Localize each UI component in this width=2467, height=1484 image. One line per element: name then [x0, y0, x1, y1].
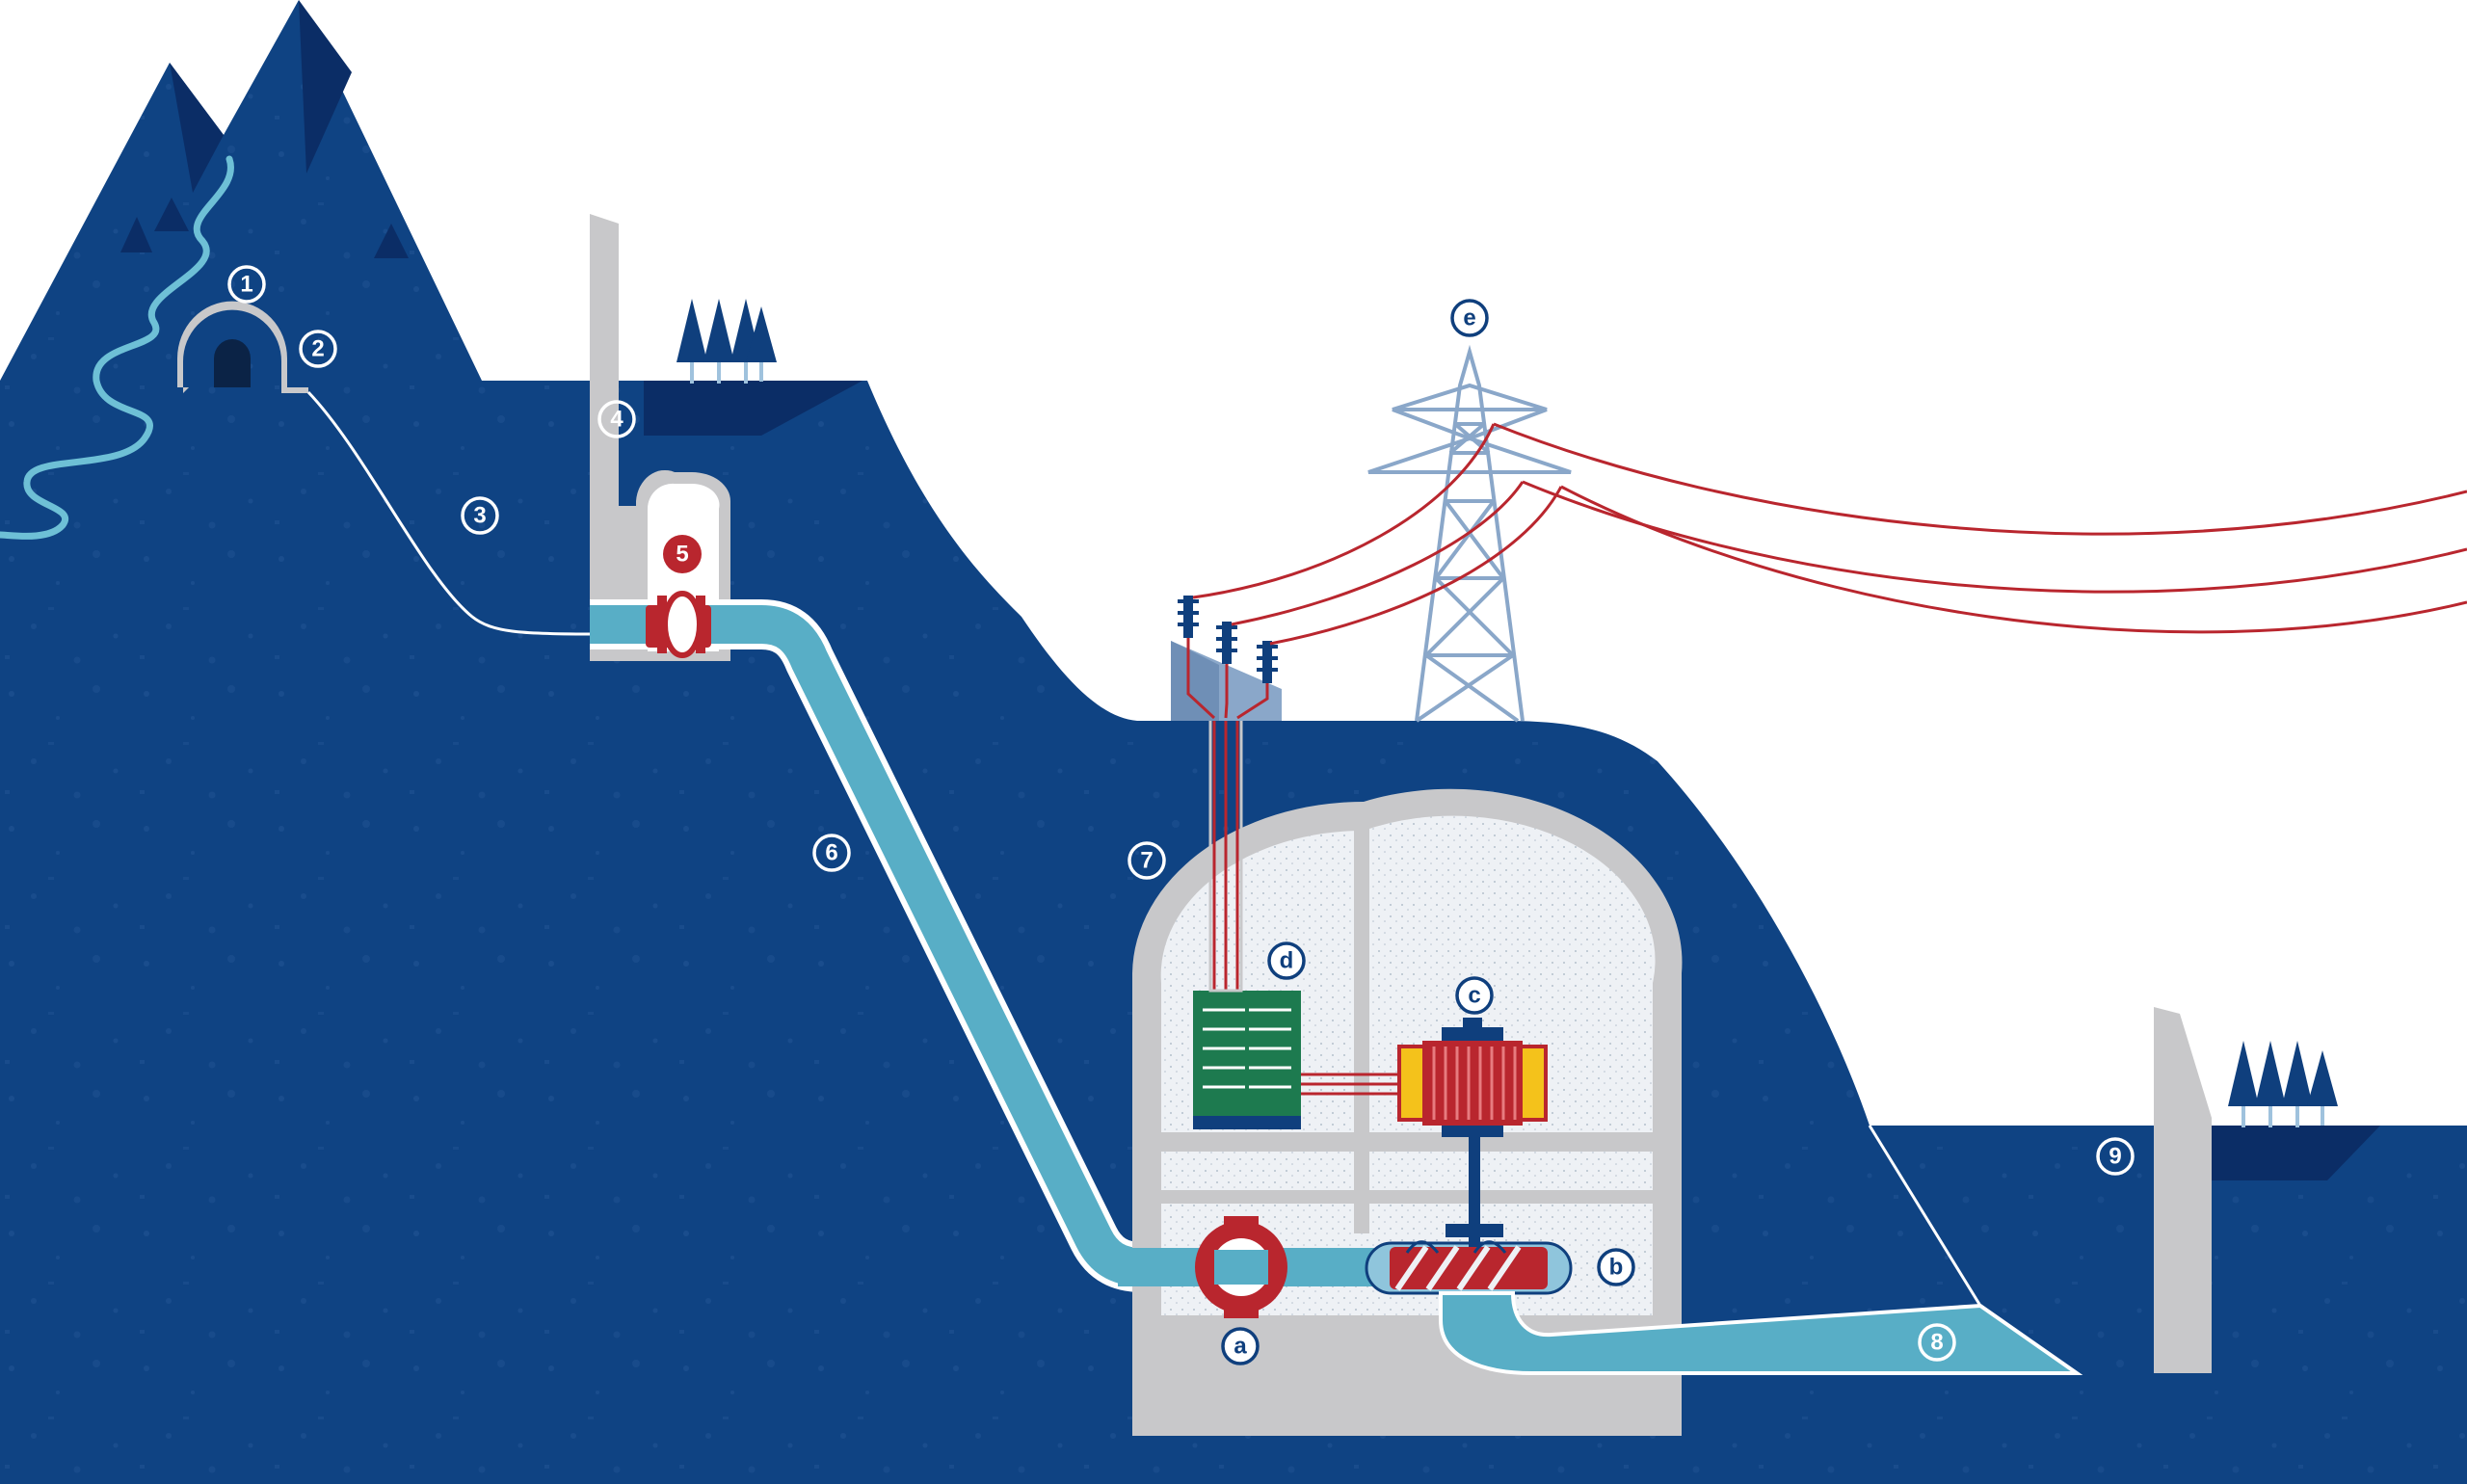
label-d: d — [1267, 941, 1306, 980]
generator-shaft — [1469, 1118, 1480, 1247]
svg-text:d: d — [1280, 948, 1294, 974]
cavern-wall — [1354, 809, 1369, 1233]
trees-upper — [676, 299, 777, 384]
lower-reservoir — [2212, 1126, 2380, 1180]
tailrace — [1439, 1291, 2083, 1375]
svg-text:c: c — [1468, 983, 1480, 1009]
tailwater-wall — [2154, 1007, 2212, 1373]
label-4: 4 — [597, 400, 636, 438]
svg-text:b: b — [1609, 1255, 1624, 1281]
svg-text:7: 7 — [1140, 848, 1153, 874]
label-a: a — [1221, 1327, 1260, 1365]
label-c: c — [1455, 976, 1494, 1015]
label-6: 6 — [812, 834, 851, 872]
rock — [154, 198, 189, 231]
svg-text:a: a — [1234, 1334, 1247, 1360]
label-3: 3 — [461, 496, 499, 535]
upper-reservoir — [644, 381, 862, 436]
svg-text:6: 6 — [825, 840, 837, 866]
label-5: 5 — [663, 535, 702, 573]
turbine — [1365, 1240, 1573, 1295]
trees-lower — [2228, 1041, 2338, 1127]
power-lines — [1192, 422, 2467, 646]
headrace-tunnel — [306, 390, 591, 636]
peak-shadow — [299, 0, 352, 173]
transmission-tower — [1367, 344, 1572, 723]
rock — [120, 217, 152, 252]
inlet-valve — [646, 591, 711, 658]
label-b: b — [1597, 1248, 1635, 1286]
cavern-floor — [1161, 1132, 1653, 1152]
cavern-floor-lower — [1161, 1190, 1653, 1204]
shaft-coupling — [1446, 1224, 1503, 1237]
bus-bar — [1301, 1073, 1399, 1096]
intake-tunnel-mouth — [214, 339, 251, 387]
cable-shaft — [1212, 718, 1239, 991]
label-2: 2 — [299, 330, 337, 368]
label-e: e — [1450, 299, 1489, 337]
svg-text:1: 1 — [240, 272, 252, 298]
svg-text:9: 9 — [2109, 1144, 2121, 1170]
insulators — [1178, 596, 1278, 683]
rock — [374, 224, 409, 258]
svg-text:5: 5 — [676, 542, 688, 568]
svg-text:2: 2 — [311, 336, 324, 362]
tailrace-outline — [1868, 1125, 1982, 1307]
peak-shadow — [170, 63, 224, 193]
label-1: 1 — [227, 265, 266, 304]
transformer — [1193, 991, 1301, 1129]
generator — [1397, 1018, 1548, 1137]
switchyard-shade — [1171, 641, 1219, 721]
main-inlet-valve — [1195, 1216, 1287, 1318]
svg-text:8: 8 — [1930, 1330, 1943, 1356]
svg-text:3: 3 — [473, 503, 486, 529]
label-8: 8 — [1918, 1323, 1956, 1362]
switchyard-cables — [1186, 638, 1269, 720]
surge-shaft-wall — [590, 214, 619, 419]
svg-text:e: e — [1463, 305, 1475, 331]
svg-text:4: 4 — [610, 407, 623, 433]
label-7: 7 — [1127, 841, 1166, 880]
label-9: 9 — [2096, 1137, 2135, 1176]
mountain-stream — [0, 155, 234, 540]
intake-tunnel — [177, 301, 308, 393]
